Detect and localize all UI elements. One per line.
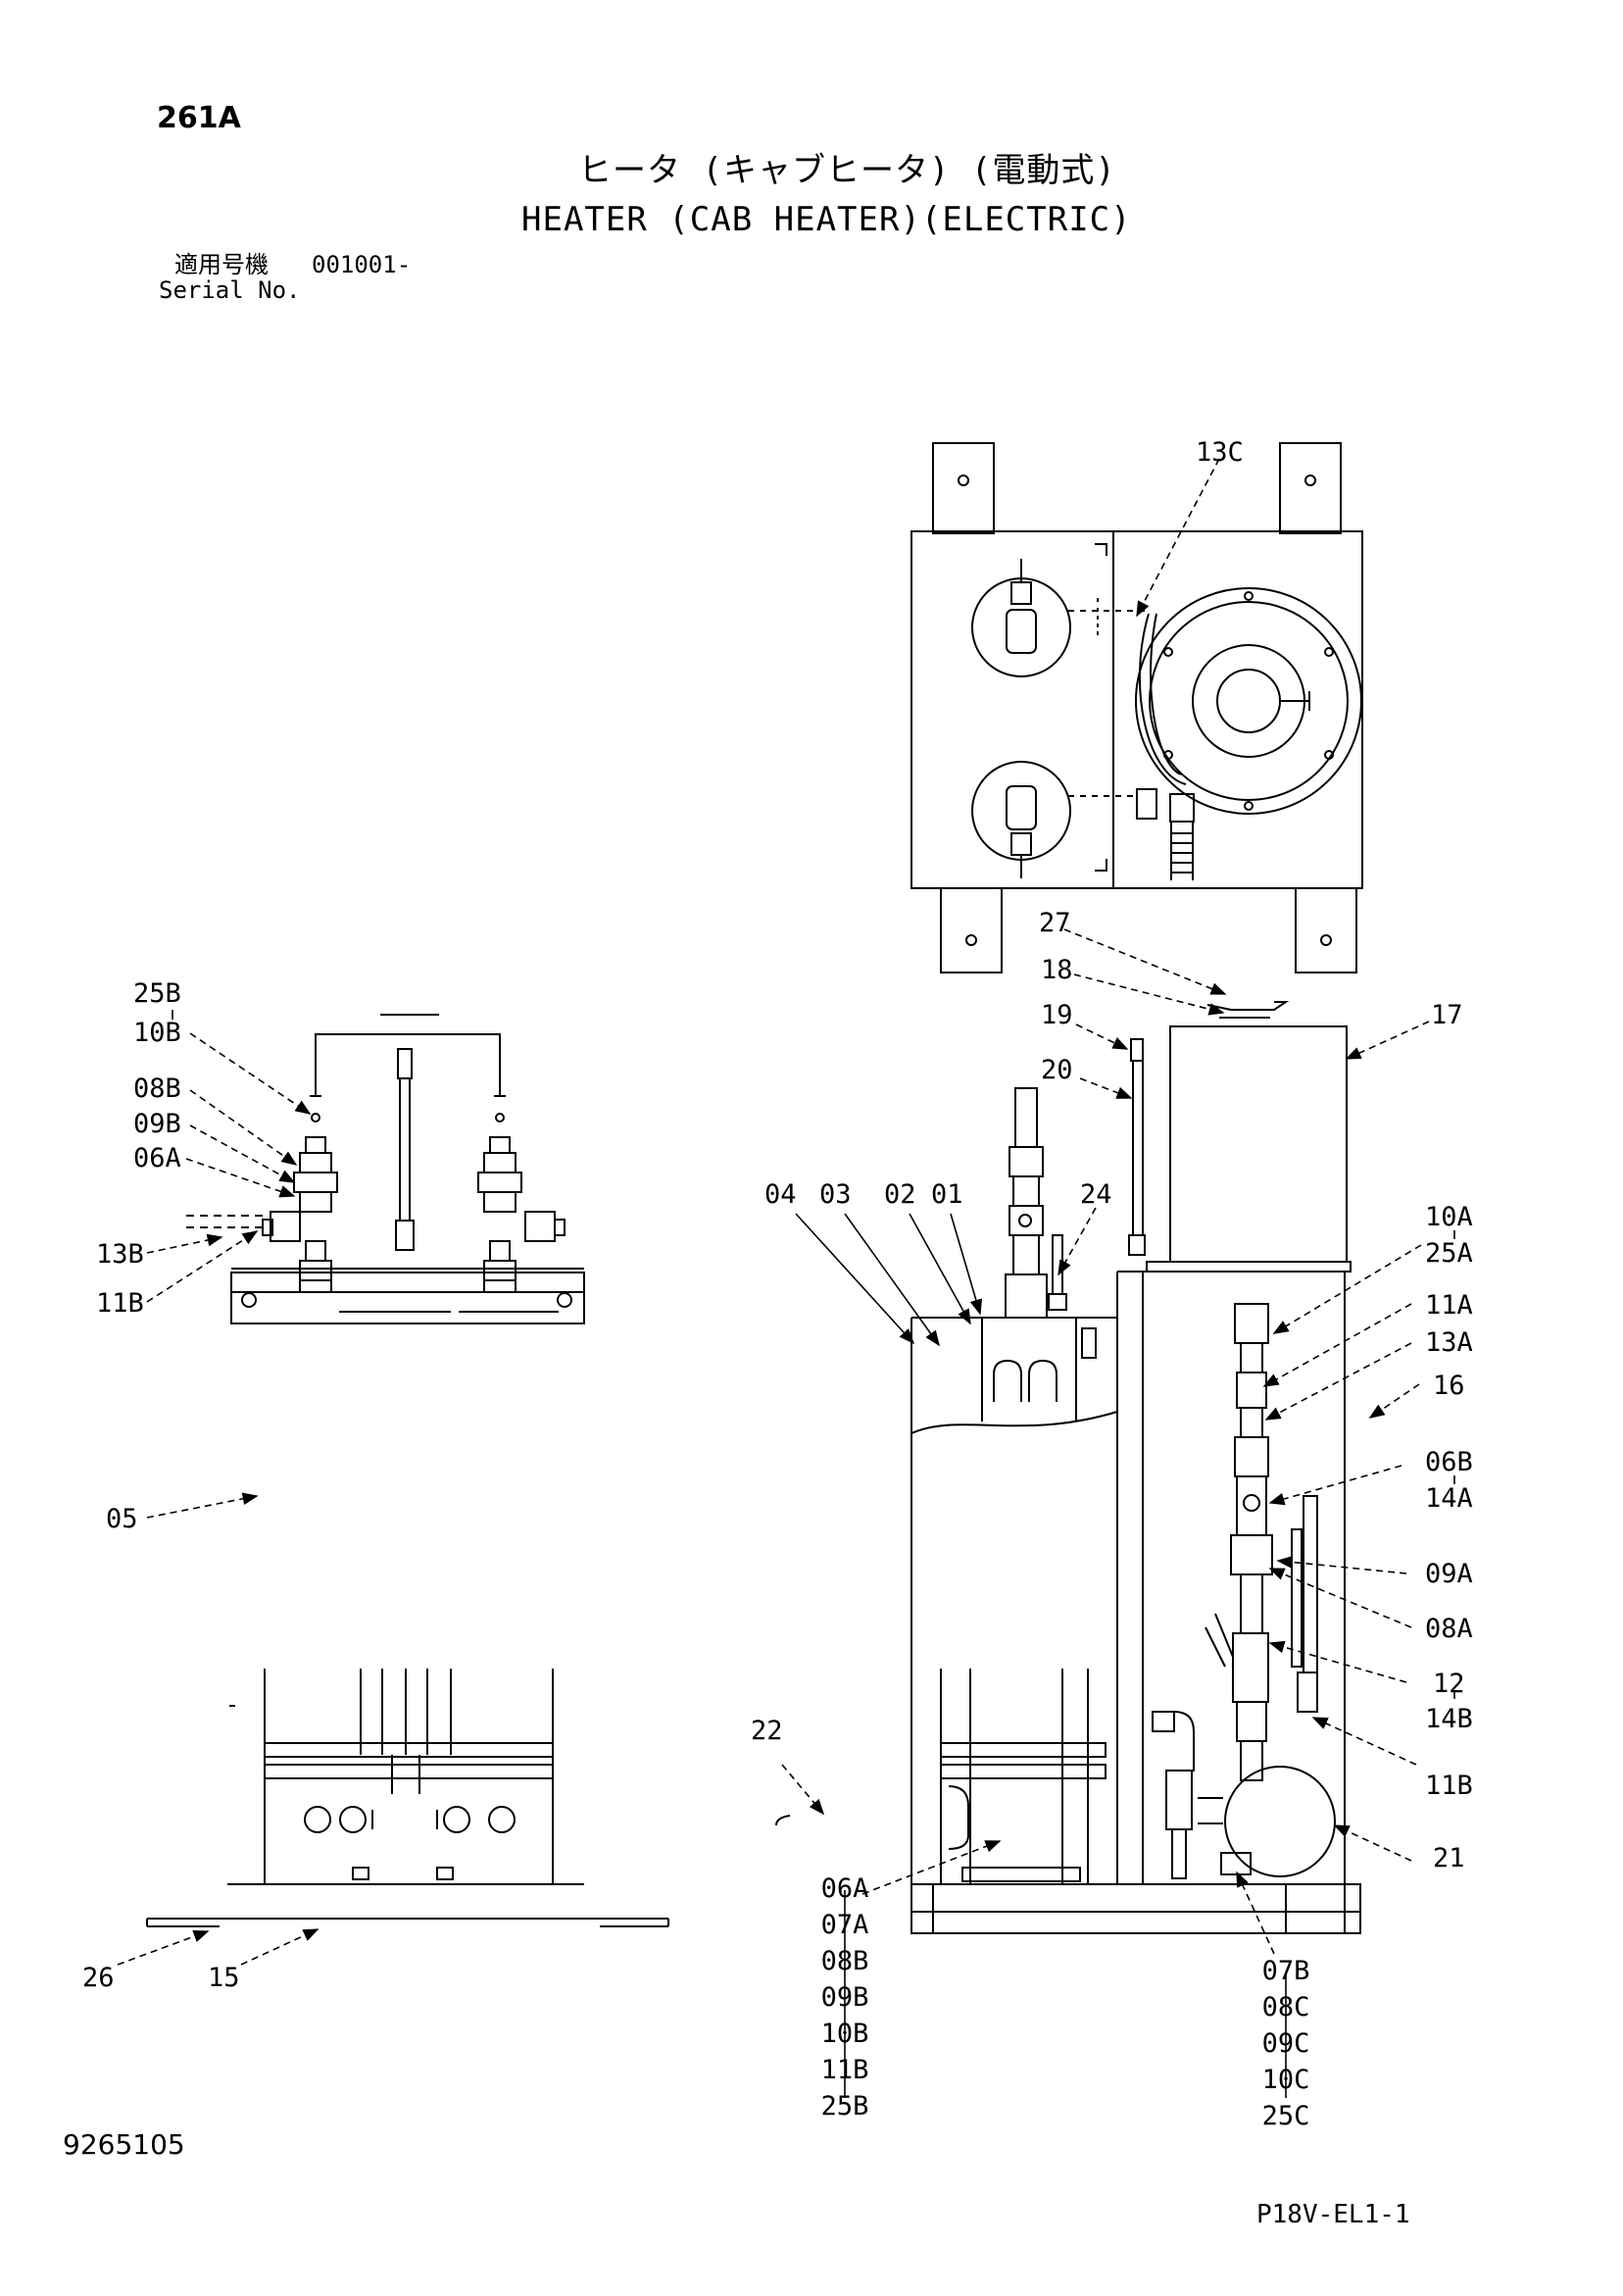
stack-left-item: 06A [820, 1873, 869, 1904]
callout-11A: 11A [1425, 1290, 1473, 1321]
callout-stack-right: 07B 08C 09C 10C 25C [1251, 1953, 1321, 2134]
callout-15: 15 [208, 1963, 240, 1993]
callout-14A: 14A [1425, 1483, 1473, 1514]
callout-02: 02 [884, 1179, 916, 1210]
callout-ticks [172, 1010, 1454, 2098]
serial-value: 001001- [312, 251, 412, 278]
callout-21: 21 [1433, 1843, 1465, 1873]
callout-16: 16 [1433, 1371, 1465, 1401]
callout-14B: 14B [1425, 1704, 1473, 1734]
left-lower-detail [147, 1669, 668, 1926]
stack-left-item: 08B [820, 1946, 869, 1976]
page-reference: P18V-EL1-1 [1256, 2200, 1410, 2229]
callout-09A: 09A [1425, 1559, 1473, 1589]
title-japanese: ヒータ (キャブヒータ) (電動式) [578, 151, 1116, 190]
callout-22: 22 [751, 1716, 783, 1746]
top-view [911, 443, 1362, 973]
callout-03: 03 [819, 1179, 852, 1210]
callout-06B: 06B [1425, 1447, 1473, 1477]
callout-25A: 25A [1425, 1238, 1473, 1269]
leader-lines-top [796, 1214, 983, 1347]
callout-12: 12 [1433, 1669, 1465, 1699]
drawing-number: 9265105 [63, 2128, 185, 2161]
callout-05: 05 [106, 1504, 138, 1534]
callout-13B: 13B [96, 1239, 144, 1270]
title-english: HEATER (CAB HEATER)(ELECTRIC) [521, 200, 1132, 239]
callout-20: 20 [1041, 1055, 1073, 1085]
callout-04: 04 [764, 1179, 797, 1210]
stack-left-item: 10B [820, 2019, 869, 2049]
callout-27: 27 [1039, 908, 1071, 938]
page-code: 261A [157, 101, 241, 135]
callout-stack-left: 06A 07A 08B 09B 10B 11B 25B [810, 1871, 880, 2124]
stack-left-item: 09B [820, 1982, 869, 2013]
callout-17: 17 [1431, 1000, 1463, 1030]
callout-08A: 08A [1425, 1614, 1473, 1644]
callout-09B: 09B [133, 1109, 181, 1139]
callout-01: 01 [931, 1179, 963, 1210]
stack-left-item: 11B [820, 2055, 869, 2085]
stack-right-item: 10C [1261, 2065, 1310, 2095]
callout-25B: 25B [133, 978, 181, 1009]
serial-label-english: Serial No. [159, 276, 301, 304]
stack-right-item: 08C [1261, 1992, 1310, 2022]
stack-right-item: 09C [1261, 2028, 1310, 2059]
callout-10B: 10B [133, 1018, 181, 1048]
serial-label-japanese: 適用号機 [174, 251, 269, 278]
callout-13A: 13A [1425, 1327, 1473, 1358]
side-view [776, 1002, 1360, 1933]
callout-11B-left: 11B [96, 1288, 144, 1319]
stack-right-item: 25C [1261, 2101, 1310, 2131]
stack-left-item: 07A [820, 1910, 869, 1940]
callout-08B: 08B [133, 1073, 181, 1104]
callout-10A: 10A [1425, 1202, 1473, 1232]
callout-11B-right: 11B [1425, 1771, 1473, 1801]
callout-19: 19 [1041, 1000, 1073, 1030]
callout-06A: 06A [133, 1143, 181, 1173]
left-upper-detail [186, 1015, 584, 1323]
stack-right-item: 07B [1261, 1956, 1310, 1986]
callout-13C: 13C [1196, 437, 1244, 468]
leader-lines [118, 459, 1429, 1965]
callout-18: 18 [1041, 955, 1073, 985]
callout-24: 24 [1080, 1179, 1112, 1210]
callout-26: 26 [82, 1963, 115, 1993]
stack-left-item: 25B [820, 2091, 869, 2121]
